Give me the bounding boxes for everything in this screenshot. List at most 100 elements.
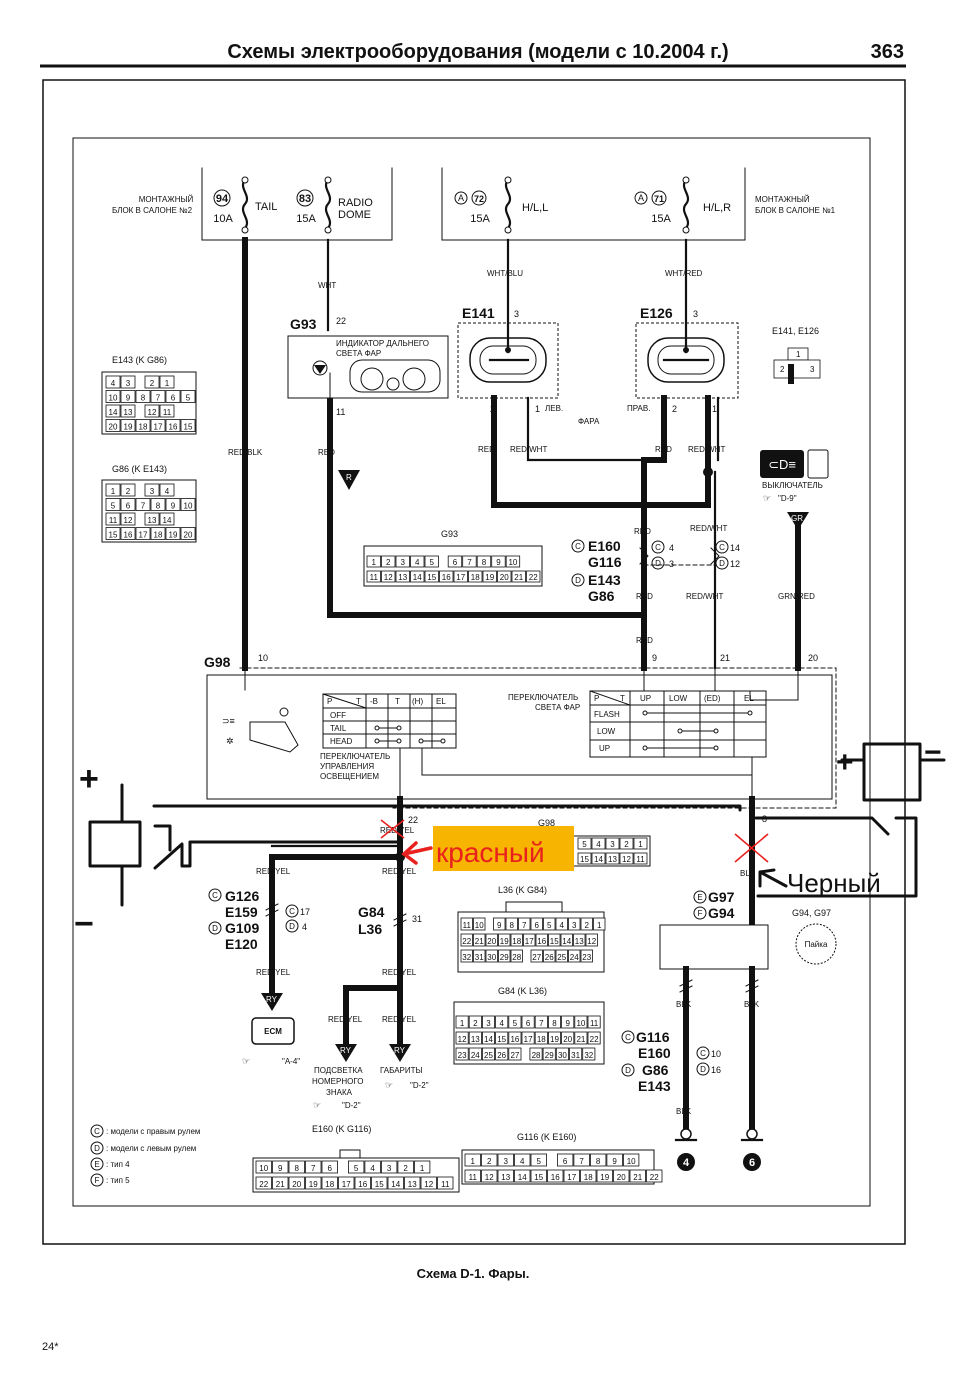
g86-pin: 15 <box>109 531 118 540</box>
svg-text:E120: E120 <box>225 936 258 952</box>
g86-cell <box>120 527 136 540</box>
svg-text:: тип 4: : тип 4 <box>106 1160 130 1169</box>
e160-cell <box>305 1176 322 1190</box>
black-annotation: Черный <box>758 868 881 898</box>
svg-text:C: C <box>719 543 725 552</box>
l36-cell <box>485 933 498 947</box>
g84-cell <box>569 1047 583 1061</box>
e160-pin: 1 <box>420 1164 425 1173</box>
l36-pin: 16 <box>537 937 546 946</box>
g84-pin: 9 <box>565 1019 570 1028</box>
svg-text:72: 72 <box>474 194 484 204</box>
g86-cell <box>165 527 181 540</box>
svg-text:71: 71 <box>654 194 664 204</box>
g84-cell <box>574 1031 588 1045</box>
svg-text:3: 3 <box>810 365 815 374</box>
e143-cell <box>150 419 166 432</box>
l36-cell <box>460 917 473 931</box>
g86-cell <box>180 527 196 540</box>
g93-cell <box>491 555 506 568</box>
fuse-block-2-caption: МОНТАЖНЫЙ <box>139 195 194 204</box>
g116-pin: 5 <box>537 1157 542 1166</box>
l36-cell <box>493 917 506 931</box>
svg-text:G98: G98 <box>538 818 555 828</box>
g116-pin: 15 <box>534 1173 543 1182</box>
g116-cell <box>464 1153 481 1167</box>
e143-pin: 11 <box>163 408 172 417</box>
g93-pin: 1 <box>372 558 377 567</box>
svg-text:RED/YEL: RED/YEL <box>382 867 417 876</box>
e143-pin: 13 <box>124 408 133 417</box>
svg-text:10: 10 <box>711 1049 721 1059</box>
g84-pin: 5 <box>513 1019 518 1028</box>
g116-cell <box>646 1169 663 1183</box>
e160-cell <box>413 1160 431 1174</box>
e160-pin: 2 <box>403 1164 408 1173</box>
g84-pin: 2 <box>473 1019 478 1028</box>
svg-text:WHT: WHT <box>318 281 336 290</box>
g93-pin: 9 <box>496 558 501 567</box>
g84-pin: 28 <box>532 1051 541 1060</box>
svg-text:БЛОК В САЛОНЕ №1: БЛОК В САЛОНЕ №1 <box>755 206 836 215</box>
g84-pin: 13 <box>471 1035 480 1044</box>
e143-pin: 4 <box>111 379 116 388</box>
l36-pin: 4 <box>560 921 565 930</box>
l36-pin: 19 <box>500 937 509 946</box>
g84-pin: 22 <box>590 1035 599 1044</box>
e143-pin: 19 <box>124 423 133 432</box>
svg-text:HEAD: HEAD <box>330 737 352 746</box>
g86-pin: 13 <box>148 516 157 525</box>
g98-pin: 15 <box>580 855 589 864</box>
e160-cell <box>255 1160 272 1174</box>
g93-pin: 12 <box>384 573 393 582</box>
g116-cell <box>497 1153 514 1167</box>
g84-cell <box>521 1031 535 1045</box>
svg-text:RED: RED <box>478 445 495 454</box>
e143-cell <box>180 419 196 432</box>
g98-pin: 11 <box>636 855 645 864</box>
svg-text:TAIL: TAIL <box>330 724 347 733</box>
l36-cell <box>535 933 548 947</box>
l36-pin: 14 <box>562 937 571 946</box>
g116-pin: 10 <box>627 1157 636 1166</box>
g86-pin: 3 <box>150 487 155 496</box>
g93-cell <box>476 555 492 568</box>
e143-cell <box>120 375 136 389</box>
svg-text:EL: EL <box>744 694 754 703</box>
g116-pin: 21 <box>633 1173 642 1182</box>
splice-g116-e160: C G116 E160 D G86 E143 C 10 D 16 <box>621 1029 721 1094</box>
l36-pin: 22 <box>462 937 471 946</box>
g84-cell <box>534 1031 548 1045</box>
e143-cell <box>180 390 196 403</box>
g84-cell <box>495 1047 509 1061</box>
svg-text:C: C <box>94 1127 100 1136</box>
svg-text:4: 4 <box>302 922 307 932</box>
e143-cell <box>105 404 121 418</box>
e143-pin: 16 <box>169 423 178 432</box>
svg-text:: модели с правым рулем: : модели с правым рулем <box>106 1127 200 1136</box>
e160-cell <box>397 1160 414 1174</box>
e143-cell <box>144 404 160 418</box>
e160-pin: 7 <box>311 1164 316 1173</box>
e143-pin: 9 <box>126 394 131 403</box>
g116-cell <box>557 1153 574 1167</box>
e160-pin: 3 <box>387 1164 392 1173</box>
svg-text:9: 9 <box>652 653 657 663</box>
connector-g93: G93 <box>363 529 543 587</box>
g116-pin: 20 <box>617 1173 626 1182</box>
svg-text:22: 22 <box>408 815 418 825</box>
l36-pin: 5 <box>547 921 552 930</box>
svg-text:D: D <box>212 924 218 933</box>
g116-pin: 11 <box>469 1173 478 1182</box>
g116-pin: 13 <box>501 1173 510 1182</box>
svg-text:BLK: BLK <box>740 869 756 878</box>
svg-text:F: F <box>698 909 703 918</box>
g84-cell <box>534 1015 548 1029</box>
wire-label-red-blk: RED/BLK <box>228 448 263 457</box>
g116-cell <box>530 1153 547 1167</box>
l36-pin: 3 <box>572 921 577 930</box>
svg-text:DOME: DOME <box>338 209 371 221</box>
svg-text:RADIO: RADIO <box>338 197 373 209</box>
g116-pin: 14 <box>518 1173 527 1182</box>
svg-text:E160 (K G116): E160 (K G116) <box>312 1124 371 1134</box>
